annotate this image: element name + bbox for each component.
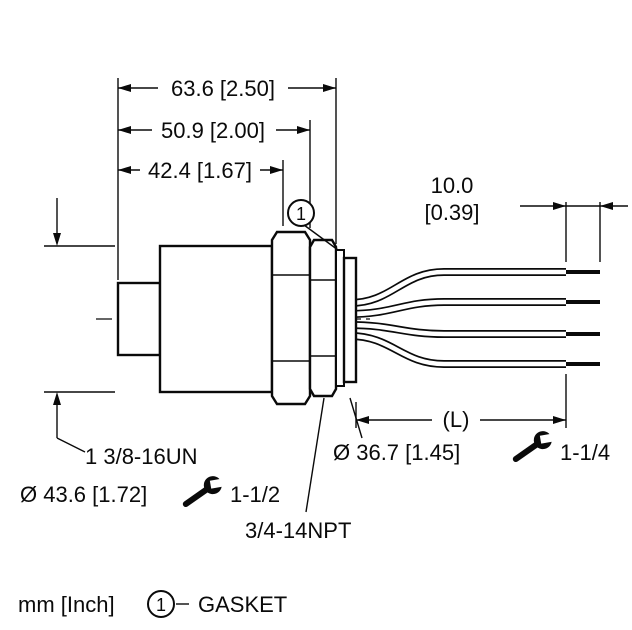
balloon-leader	[303, 224, 339, 251]
wrench-handle	[182, 486, 211, 508]
legend-units: mm [Inch]	[18, 592, 115, 617]
arrowhead-left	[356, 416, 369, 424]
dim-text-mid: 50.9 [2.00]	[161, 118, 265, 143]
wrench-icon	[512, 431, 557, 463]
arrowhead-down	[53, 233, 61, 246]
wrench-jaw-opening	[209, 477, 227, 489]
label-body-diameter: Ø 43.6 [1.72]	[20, 482, 147, 507]
dim-text-body: 42.4 [1.67]	[148, 158, 252, 183]
dim-text-strip-mm: 10.0	[431, 173, 474, 198]
label-wrench-size-1: 1-1/2	[230, 482, 280, 507]
leader-flange-diameter	[349, 397, 363, 439]
arrowhead-right	[323, 84, 336, 92]
dimension-body-diameter	[44, 198, 115, 453]
flange	[342, 256, 358, 384]
label-wrench-size-2: 1-1/4	[560, 440, 610, 465]
wire-1-core	[349, 269, 566, 306]
arrowhead-right	[600, 202, 613, 210]
wrench-icon	[182, 476, 227, 508]
balloon-circle	[287, 199, 315, 227]
legend-balloon-number: 1	[156, 595, 166, 615]
connector-body	[158, 244, 274, 394]
label-thread-un: 1 3/8-16UN	[85, 444, 198, 469]
mating-face	[116, 281, 162, 357]
arrowhead-left	[118, 126, 131, 134]
legend-balloon-circle	[147, 590, 175, 618]
arrowhead-left	[118, 166, 131, 174]
dimension-cable-length: (L)	[355, 374, 567, 432]
dim-text-overall: 63.6 [2.50]	[171, 76, 275, 101]
hex-nut-large	[270, 230, 312, 406]
wire-2-core	[349, 299, 566, 317]
balloon-number: 1	[296, 204, 306, 224]
dimension-strip-length: 10.0 [0.39]	[424, 173, 628, 262]
dim-text-strip-inch: [0.39]	[424, 200, 479, 225]
leader-npt-thread	[305, 397, 325, 513]
arrowhead-right	[270, 166, 283, 174]
dimension-overall-length: 63.6 [2.50]	[117, 76, 337, 280]
wire-3-core	[349, 322, 566, 337]
arrowhead-right	[553, 416, 566, 424]
arrowhead-right	[297, 126, 310, 134]
legend: mm [Inch] 1 GASKET	[18, 590, 287, 618]
wire-4-core	[349, 333, 566, 367]
wrench-jaw-opening	[539, 432, 557, 444]
dimension-mid-length: 50.9 [2.00]	[118, 118, 311, 228]
balloon-callout: 1	[287, 199, 339, 251]
wire-leads	[349, 268, 600, 368]
wire-4	[349, 332, 566, 368]
arrowhead-up	[53, 392, 61, 405]
arrowhead-left	[553, 202, 566, 210]
wrench-handle	[512, 441, 541, 463]
label-flange-diameter: Ø 36.7 [1.45]	[333, 440, 460, 465]
label-thread-npt: 3/4-14NPT	[245, 518, 351, 543]
gasket	[335, 249, 345, 387]
arrowhead-left	[118, 84, 131, 92]
dimension-body-length: 42.4 [1.67]	[118, 158, 284, 226]
dim-text-cable-length: (L)	[443, 407, 470, 432]
leader-to-thread-label	[56, 437, 86, 453]
legend-gasket-label: GASKET	[198, 592, 287, 617]
hex-nut-small	[308, 238, 338, 398]
